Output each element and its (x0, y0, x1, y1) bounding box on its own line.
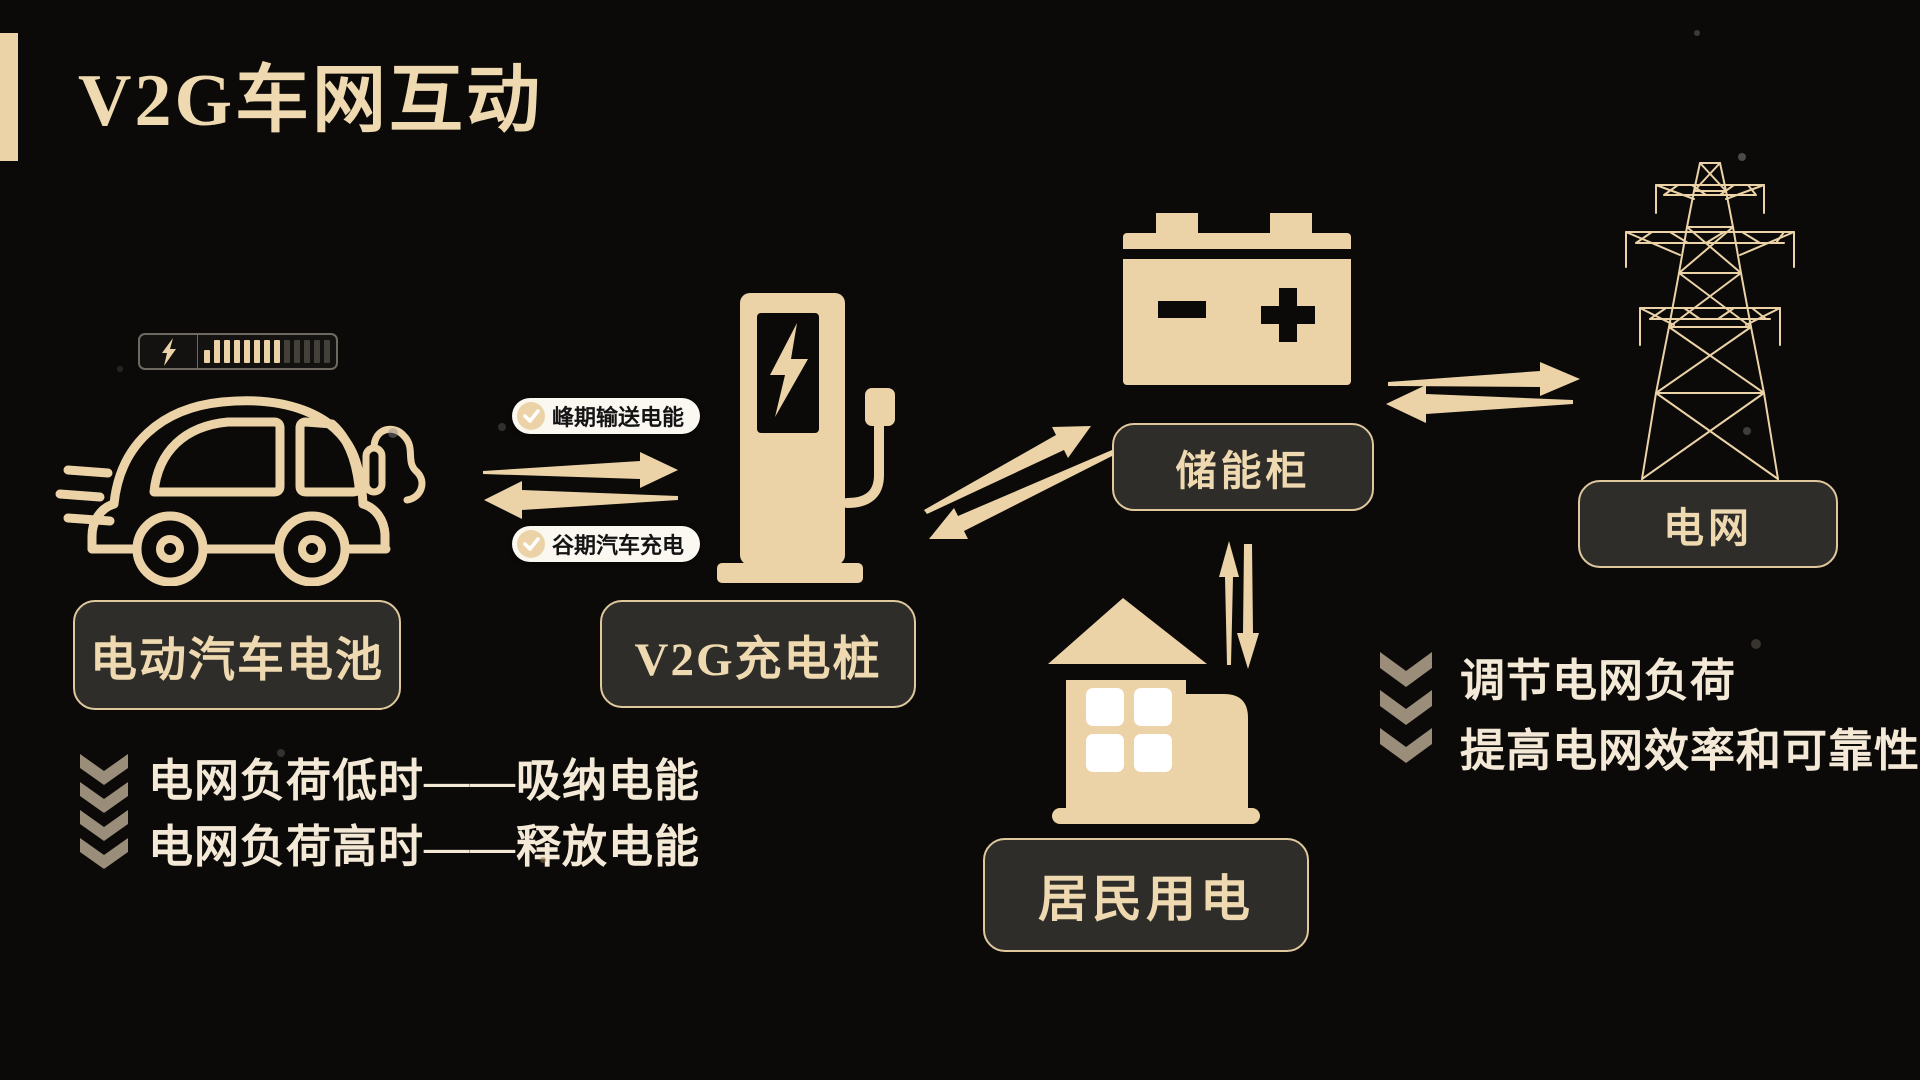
node-charger-label: V2G充电桩 (634, 633, 882, 686)
charge-bars (198, 335, 336, 368)
node-storage-label: 储能柜 (1175, 448, 1311, 494)
node-grid-label: 电网 (1663, 505, 1753, 551)
note-right-line1: 调节电网负荷 (1460, 656, 1737, 706)
flow-label-peak: 峰期输送电能 (512, 398, 701, 434)
arrow-car-to-charger (483, 452, 678, 488)
plus-terminal-icon (1261, 288, 1315, 342)
title-accent-bar (0, 33, 18, 161)
storage-battery-icon (1123, 213, 1351, 385)
minus-terminal-icon (1158, 301, 1206, 318)
transmission-tower-icon (1625, 162, 1795, 480)
node-ev-battery: 电动汽车电池 (73, 600, 401, 710)
notes-right: 调节电网负荷 提高电网效率和可靠性 (1460, 646, 1920, 786)
arrow-grid-to-storage (1386, 385, 1573, 423)
charging-cable-icon (362, 425, 426, 504)
note-right-line2: 提高电网效率和可靠性 (1460, 726, 1920, 776)
house-windows (1086, 688, 1172, 772)
battery-charge-indicator-icon (138, 333, 338, 370)
node-residential-label: 居民用电 (1038, 871, 1254, 927)
node-ev-battery-label: 电动汽车电池 (90, 634, 384, 687)
lightning-bolt-icon (770, 323, 808, 417)
flow-label-peak-text: 峰期输送电能 (552, 405, 685, 430)
lightning-bolt-icon (140, 335, 198, 368)
note-left-line2: 电网负荷高时——释放电能 (148, 822, 701, 872)
notes-left: 电网负荷低时——吸纳电能 电网负荷高时——释放电能 (148, 748, 700, 880)
flow-label-valley-text: 谷期汽车充电 (552, 533, 685, 558)
arrow-storage-to-charger (929, 450, 1114, 539)
node-storage: 储能柜 (1112, 423, 1374, 511)
checkmark-circle-icon (517, 402, 545, 430)
electric-car-icon (55, 396, 426, 586)
arrow-charger-to-car (484, 481, 678, 519)
node-grid: 电网 (1578, 480, 1838, 568)
down-chevron-stack-icon (1380, 652, 1432, 763)
checkmark-circle-icon (517, 530, 545, 558)
arrow-charger-to-storage (924, 426, 1091, 514)
ev-charging-station-icon (717, 293, 895, 583)
down-chevron-stack-icon (80, 754, 128, 869)
note-left-line1: 电网负荷低时——吸纳电能 (148, 756, 701, 806)
node-charger: V2G充电桩 (600, 600, 916, 708)
arrow-storage-to-grid (1388, 362, 1580, 396)
residential-house-icon (1048, 598, 1260, 824)
charger-plug-icon (842, 388, 895, 508)
flow-label-valley: 谷期汽车充电 (512, 526, 701, 562)
node-residential: 居民用电 (983, 838, 1309, 952)
page-title: V2G车网互动 (78, 60, 543, 142)
